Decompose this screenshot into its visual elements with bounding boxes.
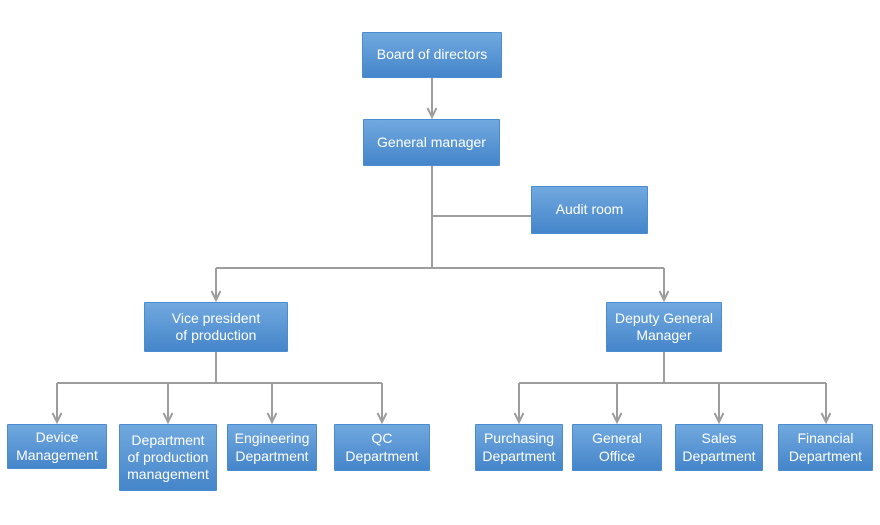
org-node-label: Purchasing Department bbox=[482, 430, 556, 464]
org-node-audit-room[interactable]: Audit room bbox=[531, 186, 648, 234]
org-node-label: General Office bbox=[592, 430, 642, 464]
org-node-label: Financial Department bbox=[788, 430, 863, 464]
org-node-engineering-department[interactable]: Engineering Department bbox=[227, 424, 317, 471]
org-node-sales-department[interactable]: Sales Department bbox=[675, 424, 763, 471]
org-node-device-management[interactable]: Device Management bbox=[7, 424, 107, 469]
org-node-financial-department[interactable]: Financial Department bbox=[778, 424, 873, 471]
org-node-label: Audit room bbox=[555, 201, 624, 218]
org-node-general-office[interactable]: General Office bbox=[572, 424, 662, 471]
org-node-label: Engineering Department bbox=[234, 430, 310, 464]
org-node-label: Sales Department bbox=[682, 430, 756, 464]
org-node-purchasing-department[interactable]: Purchasing Department bbox=[475, 424, 563, 471]
org-node-label: Deputy General Manager bbox=[614, 309, 714, 343]
org-node-board-of-directors[interactable]: Board of directors bbox=[362, 32, 502, 78]
org-node-label: Device Management bbox=[16, 429, 98, 463]
org-node-label: Board of directors bbox=[376, 46, 488, 63]
org-node-label: General manager bbox=[377, 133, 486, 150]
org-node-label: Vice president of production bbox=[171, 309, 261, 343]
org-node-label: QC Department bbox=[345, 430, 419, 464]
org-node-department-of-production-management[interactable]: Department of production management bbox=[119, 424, 217, 491]
org-node-vice-president-of-production[interactable]: Vice president of production bbox=[144, 302, 288, 352]
org-node-label: Department of production management bbox=[127, 431, 209, 483]
org-node-qc-department[interactable]: QC Department bbox=[334, 424, 430, 471]
org-node-deputy-general-manager[interactable]: Deputy General Manager bbox=[606, 302, 722, 352]
org-node-general-manager[interactable]: General manager bbox=[363, 119, 500, 166]
